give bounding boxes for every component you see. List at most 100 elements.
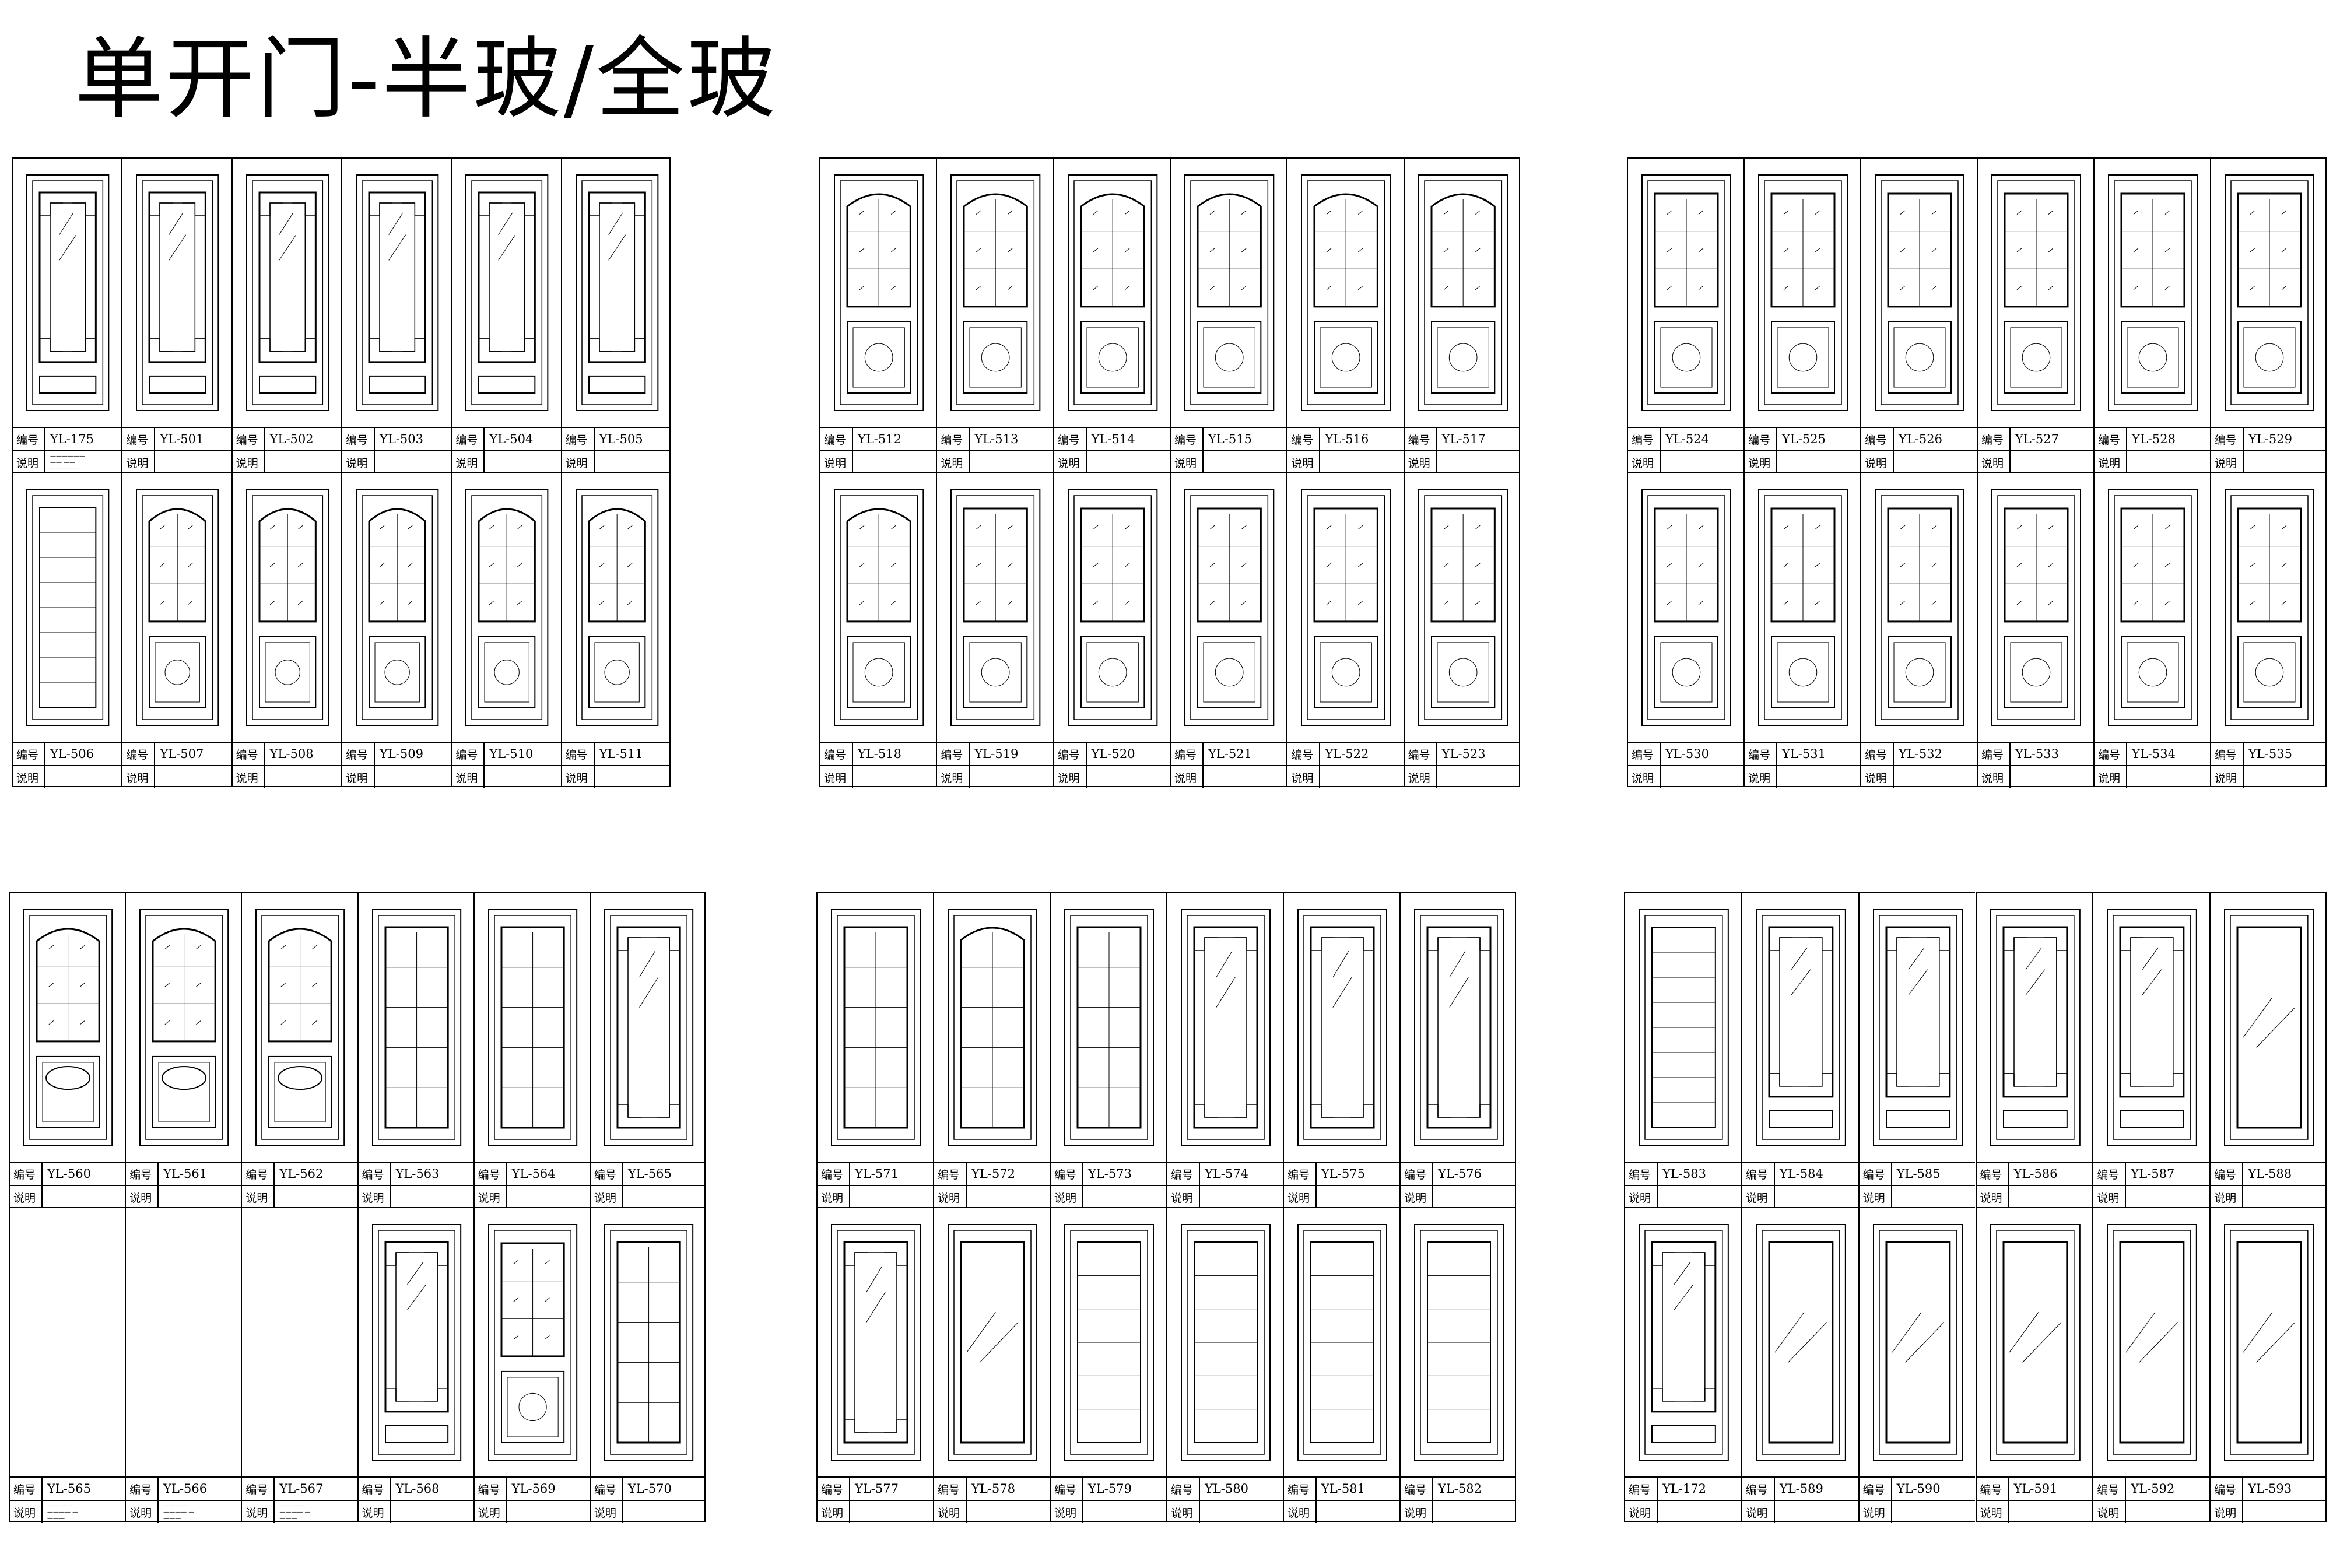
code-label: 编号 <box>1405 428 1437 450</box>
code-label: 编号 <box>1284 1478 1317 1500</box>
note-row: 说明 <box>1051 1185 1166 1208</box>
note-row: 说明 <box>2211 1185 2325 1208</box>
note-label: 说明 <box>342 451 375 473</box>
note-label: 说明 <box>359 1186 391 1208</box>
door-drawing <box>1301 174 1391 411</box>
note-label: 说明 <box>934 1186 967 1208</box>
note-label: 说明 <box>2211 766 2244 788</box>
note-label: 说明 <box>1861 766 1894 788</box>
page-title: 单开门-半玻/全玻 <box>75 27 778 131</box>
code-label: 编号 <box>233 743 265 765</box>
code-label: 编号 <box>1978 743 2011 765</box>
door-drawing <box>1990 909 2081 1146</box>
door-code: YL-503 <box>380 432 423 446</box>
note-label: 说明 <box>937 766 970 788</box>
door-code: YL-564 <box>511 1167 556 1181</box>
door-code: YL-581 <box>1321 1482 1365 1496</box>
code-label: 编号 <box>452 743 485 765</box>
door-drawing <box>10 1208 126 1476</box>
door-drawing <box>1641 174 1731 411</box>
door-code: YL-507 <box>160 747 204 761</box>
door-drawing <box>1418 489 1508 726</box>
code-label: 编号 <box>1284 1163 1317 1185</box>
door-drawing <box>1301 489 1391 726</box>
